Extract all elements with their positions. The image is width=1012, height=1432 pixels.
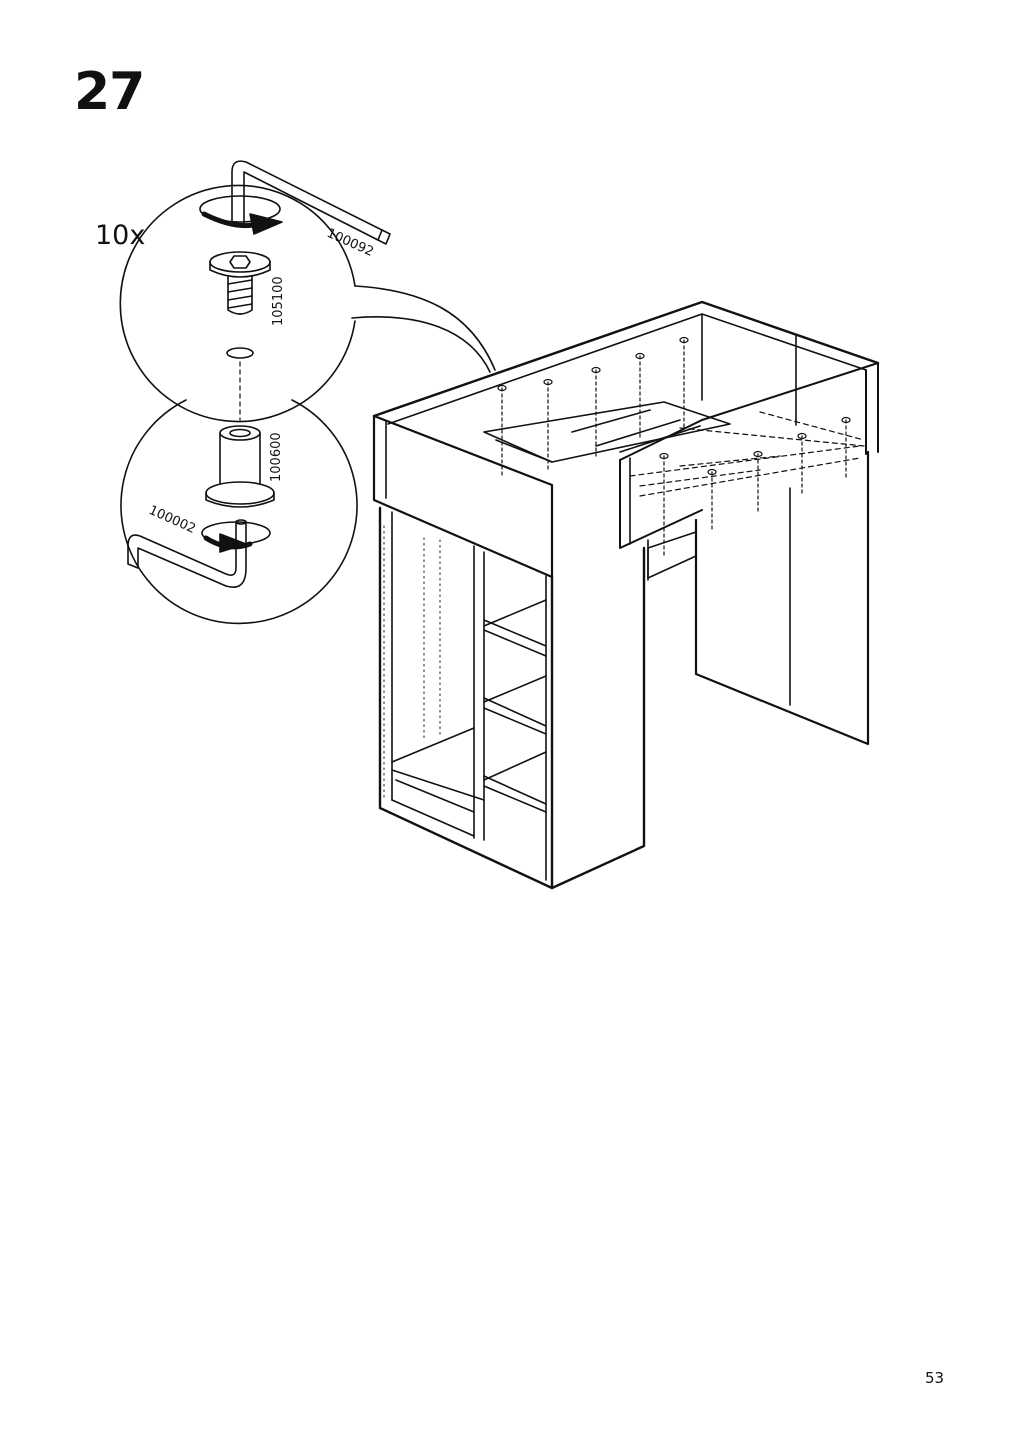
top-tool-id: 100092 [324,226,375,260]
barrel-nut-id: 100600 [269,432,284,482]
bolt-id: 105100 [271,276,286,326]
step-number: 27 [74,62,145,122]
page-number: 53 [925,1369,945,1387]
allen-key-icon [231,160,391,245]
allen-key-icon [127,519,247,588]
barrel-nut-icon [205,425,275,508]
rotation-arrow-icon [199,195,283,235]
washer-icon [226,347,254,359]
bottom-tool-id: 100002 [146,503,197,537]
bolt-icon [209,251,271,315]
screw-icon [497,336,851,557]
loft-bed-frame [372,300,880,890]
detail-callout-bottom [120,399,358,625]
detail-callout-top [119,184,496,423]
